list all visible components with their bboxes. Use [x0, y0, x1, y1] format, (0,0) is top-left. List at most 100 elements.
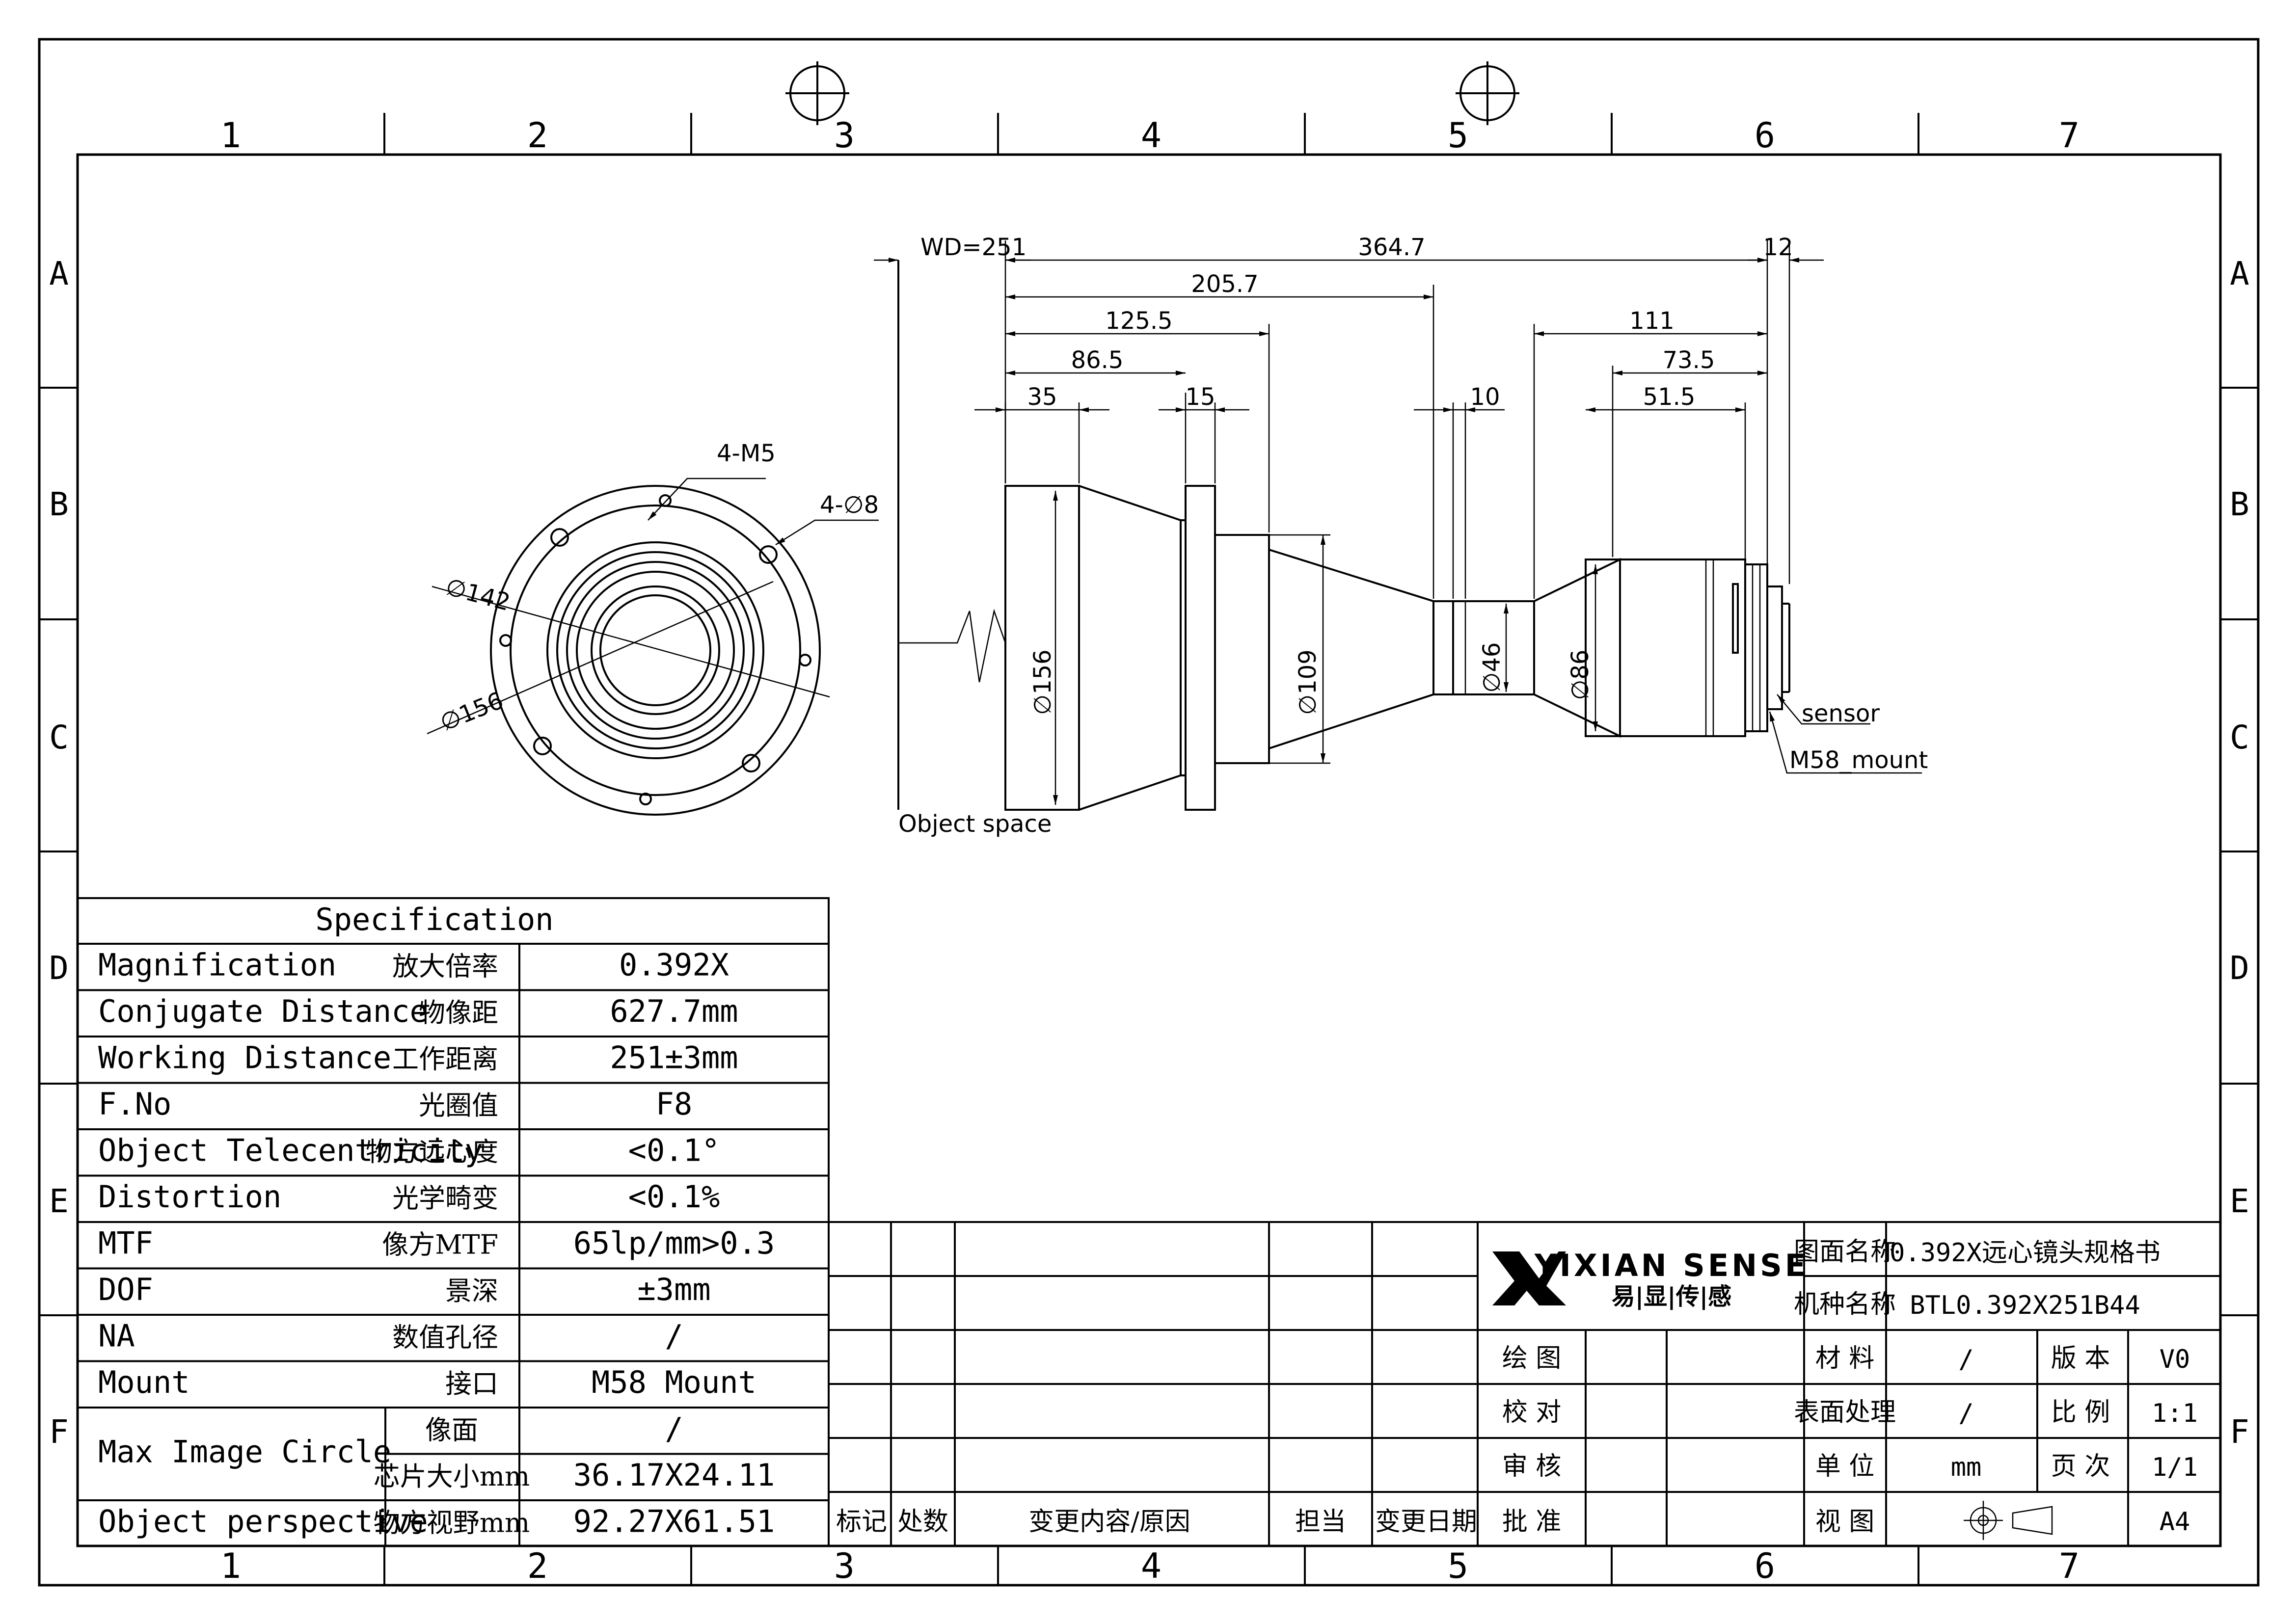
col-label-bottom: 1 [220, 1546, 241, 1586]
spec-row-label: Object Telecentricity [98, 1132, 483, 1168]
view-label: 视 图 [1815, 1507, 1875, 1537]
spec-row-label: Distortion [98, 1179, 281, 1215]
sign-label-check: 校 对 [1502, 1398, 1562, 1427]
row-label-right: E [2230, 1182, 2249, 1220]
spec-row-label-cn: 景深 [445, 1276, 498, 1306]
col-label-bottom: 6 [1755, 1546, 1775, 1586]
d8-hole [742, 754, 760, 772]
drawing-name: 0.392X远心镜头规格书 [1890, 1238, 2161, 1268]
dim-dia-156: ∅156 [1029, 649, 1056, 715]
rev-header-date: 变更日期 [1375, 1507, 1477, 1537]
spec-row-value: 0.392X [619, 947, 729, 983]
brand-logo: YIXIAN SENSE 易|显|传|感 [1492, 1248, 1809, 1310]
centering-mark [785, 61, 849, 125]
dim-10: 10 [1470, 383, 1500, 411]
sign-label-draw: 绘 图 [1502, 1344, 1562, 1373]
dim-wd: WD=251 [920, 234, 1026, 261]
surface-label: 表面处理 [1794, 1398, 1896, 1427]
row-label-left: E [49, 1182, 69, 1220]
row-label-left: C [49, 718, 69, 756]
spec-row-label-cn: 像方MTF [382, 1229, 498, 1260]
projection-symbol-icon [1964, 1501, 2053, 1540]
row-labels: A B C D E F A B C D E F [49, 255, 2249, 1451]
version: V0 [2160, 1345, 2190, 1374]
surface: / [1958, 1399, 1973, 1428]
label-object-space: Object space [898, 810, 1052, 838]
spec-row-label: F.No [98, 1086, 171, 1122]
drawing-name-label: 图面名称 [1794, 1237, 1896, 1267]
spec-row-label: Mount [98, 1364, 190, 1400]
col-label-top: 7 [2059, 115, 2080, 156]
brand-name: YIXIAN SENSE [1534, 1248, 1809, 1283]
rev-header-content: 变更内容/原因 [1028, 1507, 1190, 1537]
spec-title: Specification [315, 902, 553, 937]
dim-205: 205.7 [1191, 270, 1258, 298]
row-label-left: B [49, 485, 69, 523]
spec-perspective-label-cn: 物方视野mm [374, 1507, 530, 1538]
col-label-bottom: 5 [1448, 1546, 1468, 1586]
side-view: WD=251 364.7 12 205.7 125.5 86.5 35 15 1… [874, 234, 1928, 838]
spec-row-label-cn: 物方远心度 [366, 1136, 498, 1167]
label-dia-156: ∅156 [436, 687, 508, 737]
spec-row-label: MTF [98, 1225, 153, 1261]
title-block: 标记 处数 变更内容/原因 担当 变更日期 YIXIAN SENSE 易|显|传… [828, 1221, 2221, 1547]
row-label-left: D [49, 949, 69, 987]
spec-perspective-value: 92.27X61.51 [573, 1503, 775, 1539]
column-labels: 1 2 3 4 5 6 7 1 2 3 4 5 6 7 [220, 115, 2080, 1586]
model-label: 机种名称 [1794, 1290, 1896, 1319]
model: BTL0.392X251B44 [1910, 1291, 2140, 1320]
unit-label: 单 位 [1815, 1452, 1875, 1481]
spec-row-value: 251±3mm [610, 1039, 738, 1075]
sheet-size: A4 [2160, 1507, 2190, 1537]
sign-label-review: 审 核 [1502, 1452, 1562, 1481]
scale: 1:1 [2152, 1399, 2198, 1428]
spec-row-value: M58 Mount [592, 1364, 756, 1400]
col-label-top: 5 [1448, 115, 1468, 156]
spec-row-label-cn: 光圈值 [419, 1090, 498, 1121]
d8-hole [759, 545, 778, 564]
col-label-top: 2 [527, 115, 548, 156]
col-label-top: 3 [834, 115, 855, 156]
dim-dia-109: ∅109 [1294, 649, 1322, 715]
spec-row-label: Conjugate Distance [98, 993, 428, 1029]
m5-hole [639, 793, 652, 805]
d8-leader [775, 519, 879, 546]
label-mount: M58_mount [1789, 746, 1928, 774]
label-4-m5: 4-M5 [717, 440, 776, 467]
dim-total: 364.7 [1358, 234, 1425, 261]
spec-image-circle-label: Max Image Circle [98, 1434, 391, 1470]
row-label-right: F [2230, 1413, 2249, 1451]
page-label: 页 次 [2051, 1452, 2110, 1481]
spec-row-value: <0.1° [628, 1132, 720, 1168]
col-label-bottom: 4 [1141, 1546, 1162, 1586]
dia-142-line [432, 585, 830, 698]
col-label-top: 6 [1755, 115, 1775, 156]
break-symbol [898, 609, 1006, 683]
spec-perspective-label: Object perspective [98, 1503, 428, 1539]
spec-row-value: ±3mm [637, 1272, 710, 1307]
dim-dia-46: ∅46 [1478, 642, 1506, 693]
dia-156-line [427, 581, 774, 735]
spec-row-value: 627.7mm [610, 993, 738, 1029]
col-label-top: 1 [220, 115, 241, 156]
row-label-right: B [2230, 485, 2249, 523]
spec-image-plane-value: / [665, 1410, 683, 1446]
col-label-top: 4 [1141, 115, 1162, 156]
material-label: 材 料 [1815, 1344, 1875, 1373]
d8-hole [533, 737, 552, 755]
material: / [1958, 1345, 1973, 1374]
spec-chip-size-value: 36.17X24.11 [573, 1457, 775, 1493]
spec-row-label: DOF [98, 1272, 153, 1307]
spec-row-label-cn: 工作距离 [392, 1043, 498, 1074]
version-label: 版 本 [2051, 1344, 2110, 1373]
outer-ring [490, 485, 821, 816]
label-4-d8: 4-∅8 [820, 491, 879, 519]
dim-125: 125.5 [1105, 307, 1172, 335]
spec-chip-size-label: 芯片大小mm [374, 1461, 530, 1492]
spec-row-label: Working Distance [98, 1039, 391, 1075]
dim-35: 35 [1027, 383, 1057, 411]
col-label-bottom: 7 [2059, 1546, 2080, 1586]
rev-header-mark: 标记 [836, 1507, 887, 1537]
spec-row-label: NA [98, 1318, 135, 1354]
